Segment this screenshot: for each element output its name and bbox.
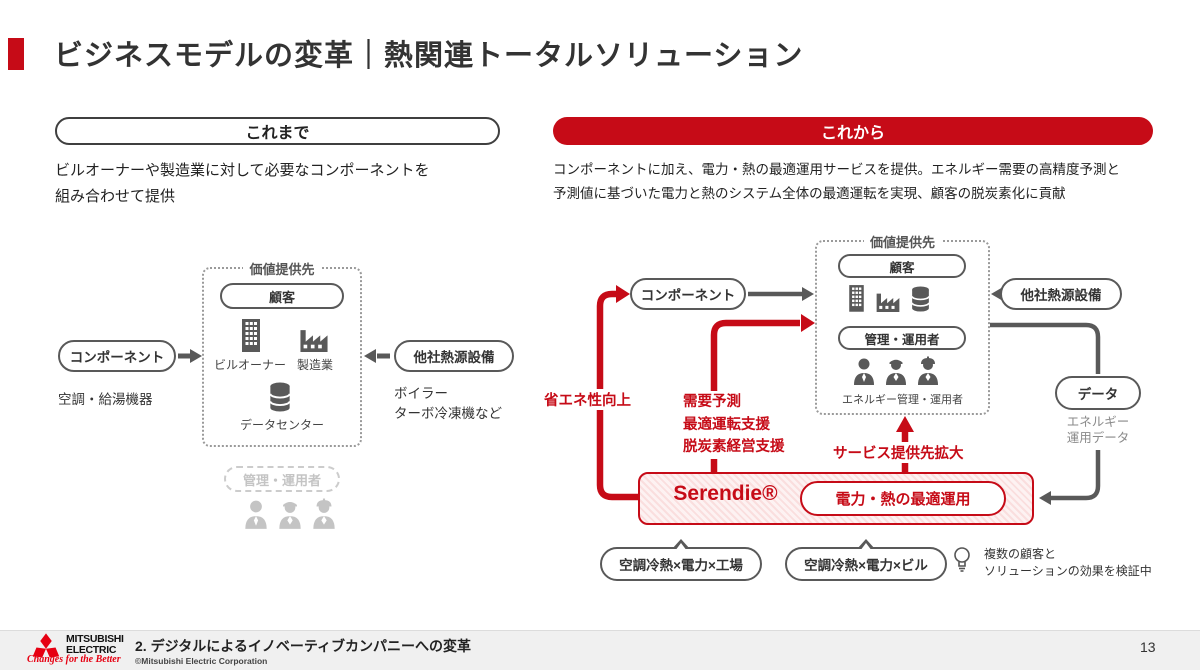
serendie-label: Serendie® [673,482,778,505]
factory-label: 製造業 [296,358,333,372]
database-icon [268,382,292,412]
arrow-data-to-serendie [1039,491,1051,505]
building-icon [238,318,264,352]
person-helmet-icon [916,356,940,386]
service-expand-label: サービス提供先拡大 [831,442,966,463]
person-cap-icon [884,356,908,386]
arrow-external-to-customers-left [364,349,376,363]
after-description-line2: 予測値に基づいた電力と熱のシステム全体の最適運転を実現、顧客の脱炭素化に貢献 [553,185,1066,201]
logo-tagline: Changes for the Better [27,654,121,665]
page-title: ビジネスモデルの変革｜熱関連トータルソリューション [54,40,804,72]
arrow-service-expand [896,416,914,432]
before-manager-pill: 管理・運用者 [224,466,340,492]
before-component-note: 空調・給湯機器 [58,392,153,407]
after-manager-pill: 管理・運用者 [838,326,966,350]
after-value-box-label: 価値提供先 [815,232,990,251]
factory-icon [874,291,902,312]
after-customer-pill: 顧客 [838,254,966,278]
before-description: ビルオーナーや製造業に対して必要なコンポーネントを 組み合わせて提供 [55,158,525,211]
optimal-operation-pill: 電力・熱の最適運用 [800,481,1006,516]
arrow-support-to-manager [801,314,815,332]
after-external-pill: 他社熱源設備 [1000,278,1122,310]
database-icon [910,286,931,312]
footer-section-title: 2. デジタルによるイノベーティブカンパニーへの変革 [135,638,472,654]
case-pill-building: 空調冷熱×電力×ビル [785,539,947,581]
person-office-icon [852,356,876,386]
after-data-pill: データ [1055,376,1141,410]
building-label: ビルオーナー [213,358,286,372]
after-description: コンポーネントに加え、電力・熱の最適運用サービスを提供。エネルギー需要の高精度予… [553,158,1178,205]
footer [0,630,1200,670]
after-header: これから [553,117,1153,145]
before-component-pill: コンポーネント [58,340,176,372]
building-icon [846,284,867,312]
person-office-icon [243,498,269,530]
datacenter-label: データセンター [239,418,324,432]
arrow-energy-saving [616,285,630,303]
before-external-note: ボイラーターボ冷凍機など [394,386,502,422]
person-helmet-icon [311,498,337,530]
before-external-pill: 他社熱源設備 [394,340,514,372]
after-description-line1: コンポーネントに加え、電力・熱の最適運用サービスを提供。エネルギー需要の高精度予… [553,162,1120,177]
lightbulb-icon [952,546,972,576]
energy-saving-label: 省エネ性向上 [542,389,633,410]
before-value-box-label: 価値提供先 [202,259,362,278]
after-manager-note: エネルギー管理・運用者 [842,394,963,406]
mitsubishi-logo-icon [28,633,64,664]
before-description-line2: 組み合わせて提供 [55,188,176,206]
before-header: これまで [55,117,500,145]
footer-copyright: ©Mitsubishi Electric Corporation [135,656,268,666]
title-accent-bar [8,38,24,70]
page-number: 13 [1140,639,1156,655]
verify-note: 複数の顧客とソリューションの効果を検証中 [984,547,1152,579]
after-component-pill: コンポーネント [630,278,746,310]
person-cap-icon [277,498,303,530]
support-labels: 需要予測 最適運転支援 脱炭素経営支援 [681,391,787,459]
before-description-line1: ビルオーナーや製造業に対して必要なコンポーネントを [55,162,430,179]
case-pill-factory: 空調冷熱×電力×工場 [600,539,762,581]
before-customer-pill: 顧客 [220,283,344,309]
after-data-note: エネルギー運用データ [1066,415,1130,446]
factory-icon [298,327,330,352]
arrow-component-to-customers-right [802,287,814,301]
